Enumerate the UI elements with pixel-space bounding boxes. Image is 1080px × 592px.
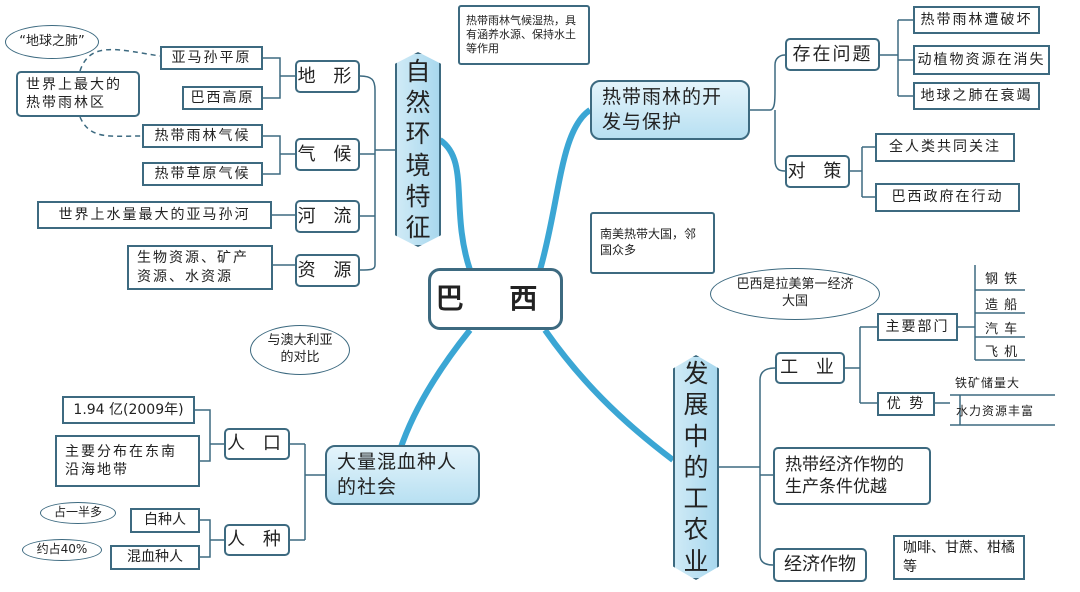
center-topic: 巴 西 <box>428 268 563 330</box>
sector-item: 飞 机 <box>985 345 1019 360</box>
terrain-item: 亚马孙平原 <box>160 46 263 70</box>
sector-item: 钢 铁 <box>985 272 1019 287</box>
crops-node: 经济作物 <box>773 548 867 582</box>
crop-items: 咖啡、甘蔗、柑橘等 <box>893 535 1025 580</box>
char: 中 <box>683 421 709 451</box>
measure-item: 巴西政府在行动 <box>875 183 1020 212</box>
race-item: 白种人 <box>130 508 200 533</box>
char: 特 <box>405 181 431 211</box>
problem-item: 热带雨林遭破坏 <box>913 6 1040 34</box>
australia-compare-bubble: 与澳大利亚的对比 <box>250 325 350 375</box>
industry-node: 工 业 <box>775 352 845 384</box>
population-count: 1.94 亿(2009年) <box>62 396 195 424</box>
river-note: 世界上水量最大的亚马孙河 <box>37 201 272 229</box>
char: 自 <box>405 56 431 86</box>
south-america-note: 南美热带大国，邻国众多 <box>590 212 715 274</box>
char: 境 <box>405 150 431 180</box>
sector-item: 汽 车 <box>985 322 1019 337</box>
climate-item: 热带雨林气候 <box>142 124 263 148</box>
char: 业 <box>683 546 709 576</box>
char: 展 <box>683 390 709 420</box>
race-note-bubble: 占一半多 <box>40 502 116 524</box>
society-title: 大量混血种人的社会 <box>325 445 480 505</box>
problem-item: 动植物资源在消失 <box>913 45 1050 75</box>
advantage-item: 水力资源丰富 <box>956 404 1035 418</box>
sectors-node: 主要部门 <box>877 313 958 341</box>
climate-item: 热带草原气候 <box>142 162 263 186</box>
race-node: 人 种 <box>224 524 290 556</box>
measures-node: 对 策 <box>785 155 850 188</box>
terrain-item: 巴西高原 <box>182 86 263 110</box>
char: 发 <box>683 359 709 389</box>
resources-node: 资 源 <box>295 254 360 287</box>
char: 农 <box>683 515 709 545</box>
nature-title: 自然环境特征 <box>395 52 441 247</box>
char: 工 <box>683 484 709 514</box>
problems-node: 存在问题 <box>785 38 880 71</box>
terrain-node: 地 形 <box>295 60 360 93</box>
economy-bubble: 巴西是拉美第一经济大国 <box>710 268 880 320</box>
rainforest-title: 热带雨林的开发与保护 <box>590 80 750 140</box>
population-distribution: 主要分布在东南沿海地带 <box>55 435 200 487</box>
rainforest-bubble: 热带雨林气候湿热，具有涵养水源、保持水土等作用 <box>458 5 590 65</box>
economy-title: 发展中的工农业 <box>673 355 719 580</box>
char: 的 <box>683 452 709 482</box>
char: 环 <box>405 119 431 149</box>
sector-item: 造 船 <box>985 298 1019 313</box>
race-item: 混血种人 <box>110 545 200 570</box>
advantage-node: 优 势 <box>877 392 935 416</box>
lung-note-bubble: “地球之肺” <box>5 25 99 59</box>
river-node: 河 流 <box>295 200 360 233</box>
population-node: 人 口 <box>224 428 290 460</box>
problem-item: 地球之肺在衰竭 <box>913 82 1040 110</box>
advantage-item: 铁矿储量大 <box>955 376 1021 390</box>
climate-node: 气 候 <box>295 138 360 171</box>
race-note-bubble: 约占40% <box>22 539 102 561</box>
char: 然 <box>405 88 431 117</box>
rainforest-area-note: 世界上最大的热带雨林区 <box>16 71 140 117</box>
measure-item: 全人类共同关注 <box>875 133 1015 162</box>
crop-conditions-node: 热带经济作物的生产条件优越 <box>773 447 931 505</box>
char: 征 <box>405 213 431 242</box>
resources-note: 生物资源、矿产资源、水资源 <box>127 245 273 290</box>
